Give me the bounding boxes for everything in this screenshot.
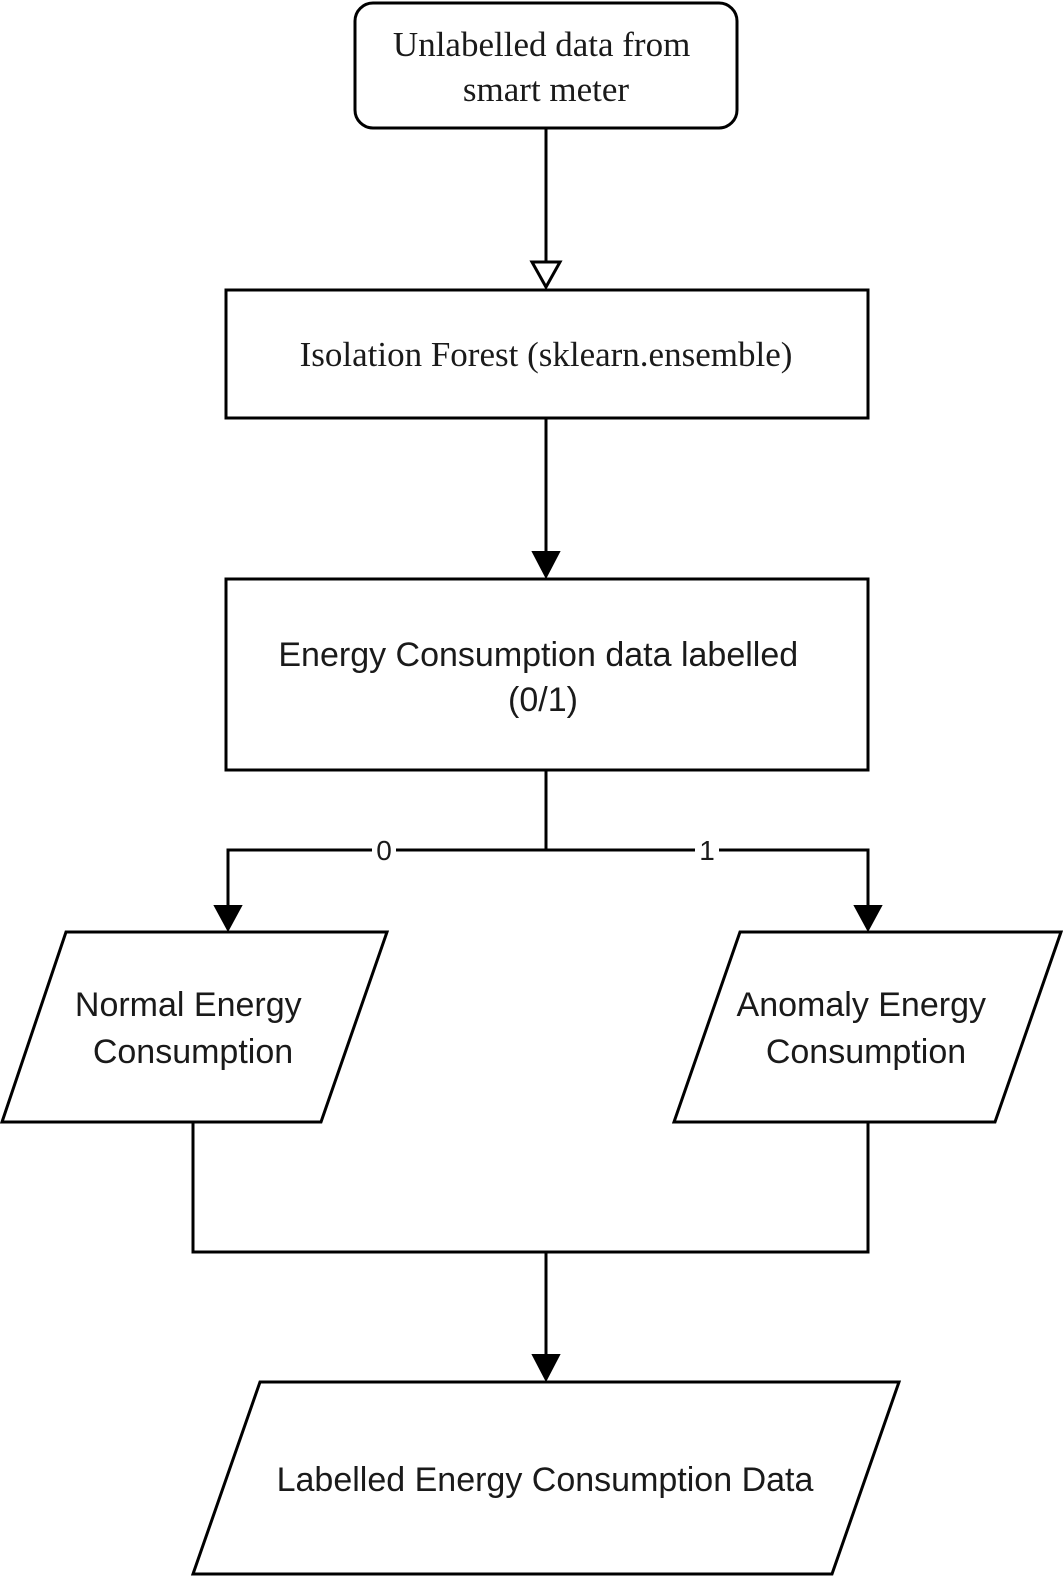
node-output: Labelled Energy Consumption Data	[190, 1380, 902, 1576]
node-labelled: Energy Consumption data labelled (0/1)	[224, 577, 870, 772]
svg-text:Energy Consumption data labell: Energy Consumption data labelled (0/1)	[278, 636, 807, 719]
node-normal-line-2: Consumption	[93, 1033, 293, 1071]
arrowhead-icon	[531, 551, 561, 580]
edge-labelled-to-anomaly	[546, 848, 870, 908]
node-anomaly: Anomaly Energy Consumption	[671, 930, 1063, 1124]
svg-text:Unlabelled data from sma: Unlabelled data from smart meter	[393, 25, 699, 109]
svg-text:Isolation Forest (sklearn.ense: Isolation Forest (sklearn.ensemble)	[300, 335, 793, 374]
node-source-line-1: Unlabelled data from	[393, 25, 690, 64]
node-labelled-line-2: (0/1)	[508, 681, 578, 719]
node-labelled-line-1: Energy Consumption data labelled	[278, 636, 798, 674]
arrowhead-icon	[853, 905, 883, 933]
open-arrowhead-icon	[529, 260, 563, 291]
edge-normal-to-merge	[191, 1122, 870, 1254]
arrowhead-icon	[213, 905, 243, 933]
node-output-line-1: Labelled Energy Consumption Data	[277, 1461, 814, 1499]
node-anomaly-line-2: Consumption	[766, 1033, 966, 1071]
svg-text:Labelled Energy Consumption Da: Labelled Energy Consumption Data	[277, 1461, 814, 1499]
edges: 0 1	[191, 128, 883, 1383]
edge-label-zero: 0	[376, 835, 392, 866]
node-normal: Normal Energy Consumption	[0, 930, 390, 1124]
node-normal-line-1: Normal Energy	[75, 986, 302, 1024]
edge-label-one: 1	[699, 835, 715, 866]
svg-text:Anomaly Energy Consumpti: Anomaly Energy Consumption	[737, 986, 996, 1071]
svg-text:Normal Energy Consumptio: Normal Energy Consumption	[75, 986, 311, 1071]
node-model-line-1: Isolation Forest (sklearn.ensemble)	[300, 335, 793, 374]
node-anomaly-line-1: Anomaly Energy	[737, 986, 986, 1024]
node-model: Isolation Forest (sklearn.ensemble)	[224, 288, 870, 420]
arrowhead-icon	[531, 1354, 561, 1383]
node-source: Unlabelled data from smart meter	[353, 1, 739, 130]
node-source-line-2: smart meter	[463, 70, 630, 109]
